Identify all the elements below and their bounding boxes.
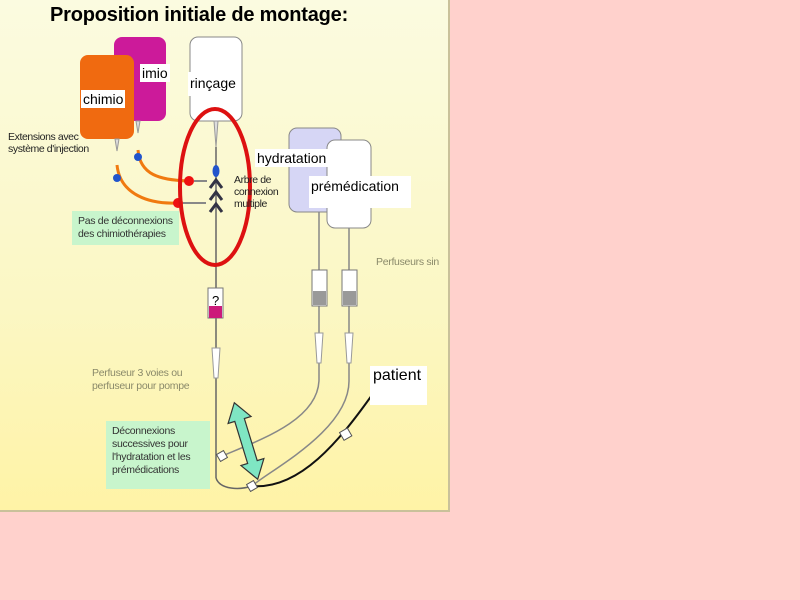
arbre-label: Arbre de connexion multiple (234, 174, 279, 210)
extensions-label: Extensions avec système d'injection (8, 131, 89, 155)
chimio-connector-1 (113, 174, 121, 182)
premedication-clamp-fill (343, 291, 356, 305)
connector-premedication (338, 427, 353, 442)
orange-line-lower (115, 164, 177, 205)
chimio-front-label: chimio (81, 90, 126, 108)
chimio-spike-2 (135, 120, 141, 134)
chimio-connector-2 (134, 153, 142, 161)
perfuseurs-label: Perfuseurs sin (376, 256, 439, 268)
main-to-patient (215, 477, 253, 490)
pas-deconnexions-note: Pas de déconnexions des chimiothérapies (72, 211, 179, 245)
blue-chamber (212, 165, 220, 177)
connector-patient (245, 479, 259, 493)
deconnexions-note: Déconnexions successives pour l'hydratat… (106, 421, 210, 489)
hydratation-curve (221, 379, 320, 457)
hydratation-label: hydratation (255, 149, 329, 167)
drip-chamber-hydratation (314, 332, 324, 364)
rincage-label: rinçage (188, 72, 238, 96)
patient-line (251, 394, 373, 488)
drip-chamber-main (211, 347, 221, 379)
page-title: Proposition initiale de montage: (50, 4, 349, 26)
chimio-spike-1 (114, 138, 120, 152)
question-device-clip (209, 306, 222, 318)
perfuseur-3-voies-label: Perfuseur 3 voies ou perfuseur pour pomp… (92, 367, 190, 392)
chimio-back-label: imio (140, 64, 170, 82)
drip-chamber-premedication (344, 332, 354, 364)
red-cap-upper (184, 176, 194, 186)
hydratation-clamp-fill (313, 291, 326, 305)
connection-tree (208, 177, 224, 213)
highlight-ellipse (178, 107, 252, 267)
question-mark: ? (212, 293, 220, 308)
double-arrow (227, 401, 265, 481)
premedication-label: prémédication (309, 176, 411, 208)
slide: Proposition initiale de montage: imio ch… (0, 0, 450, 512)
rincage-spike (213, 120, 219, 148)
patient-label: patient (370, 366, 428, 405)
connector-hydratation (215, 449, 229, 463)
premedication-curve (251, 379, 350, 487)
diagram (80, 36, 373, 493)
